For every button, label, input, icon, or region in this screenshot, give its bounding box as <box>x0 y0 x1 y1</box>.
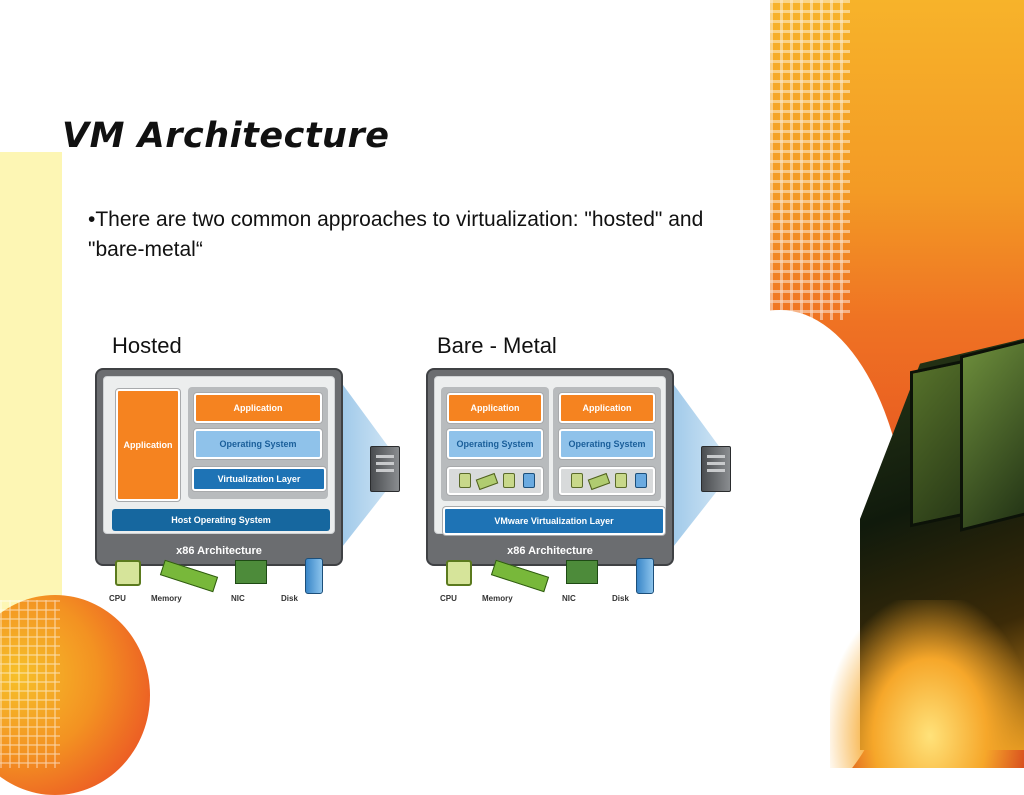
bare-metal-label: Bare - Metal <box>437 333 557 358</box>
hosted-diagram: Application Application Operating System… <box>95 368 405 608</box>
disk-label: Disk <box>281 594 298 603</box>
nic-label: NIC <box>231 594 245 603</box>
right-grid-pattern <box>770 0 850 320</box>
nic-icon <box>566 560 598 584</box>
virtual-hardware-row <box>559 467 655 495</box>
virtual-cpu-icon <box>459 473 471 488</box>
hosted-frame: Application Application Operating System… <box>95 368 343 566</box>
operating-system-block: Operating System <box>447 429 543 459</box>
application-block: Application <box>559 393 655 423</box>
hosted-label: Hosted <box>112 333 182 358</box>
vm-group-2: Application Operating System <box>553 387 661 501</box>
disk-icon <box>636 558 654 594</box>
memory-label: Memory <box>151 594 182 603</box>
virtual-nic-icon <box>503 473 515 488</box>
disk-label: Disk <box>612 594 629 603</box>
host-os-block: Host Operating System <box>112 509 330 531</box>
application-block: Application <box>447 393 543 423</box>
operating-system-block: Operating System <box>194 429 322 459</box>
application-block: Application <box>194 393 322 423</box>
bare-metal-inner: Application Operating System Application… <box>434 376 666 535</box>
virtual-nic-icon <box>615 473 627 488</box>
x86-architecture-label: x86 Architecture <box>176 545 262 557</box>
nic-icon <box>235 560 267 584</box>
virtual-memory-icon <box>475 472 499 491</box>
vm-group-1: Application Operating System <box>441 387 549 501</box>
server-icon <box>701 446 731 492</box>
server-icon <box>370 446 400 492</box>
left-grid-pattern <box>0 600 60 768</box>
virtual-disk-icon <box>635 473 647 488</box>
light-glow <box>830 600 1024 768</box>
bare-metal-frame: Application Operating System Application… <box>426 368 674 566</box>
cpu-icon <box>115 560 141 586</box>
cpu-label: CPU <box>109 594 126 603</box>
cpu-icon <box>446 560 472 586</box>
virtual-hardware-row <box>447 467 543 495</box>
hosted-inner: Application Application Operating System… <box>103 376 335 534</box>
vmware-virtualization-layer-block: VMware Virtualization Layer <box>443 507 665 535</box>
cpu-label: CPU <box>440 594 457 603</box>
virtualization-layer-block: Virtualization Layer <box>192 467 326 491</box>
bullet-text: •There are two common approaches to virt… <box>88 208 704 261</box>
guest-vm-group: Application Operating System Virtualizat… <box>188 387 328 499</box>
right-decor-panel <box>770 0 1024 768</box>
memory-label: Memory <box>482 594 513 603</box>
application-block: Application <box>116 389 180 501</box>
left-orange-swirl <box>0 595 150 795</box>
virtual-disk-icon <box>523 473 535 488</box>
operating-system-block: Operating System <box>559 429 655 459</box>
monitor-image <box>960 334 1024 532</box>
disk-icon <box>305 558 323 594</box>
nic-label: NIC <box>562 594 576 603</box>
slide-title: VM Architecture <box>62 116 390 156</box>
bare-metal-diagram: Application Operating System Application… <box>426 368 736 608</box>
virtual-cpu-icon <box>571 473 583 488</box>
x86-architecture-label: x86 Architecture <box>507 545 593 557</box>
virtual-memory-icon <box>587 472 611 491</box>
